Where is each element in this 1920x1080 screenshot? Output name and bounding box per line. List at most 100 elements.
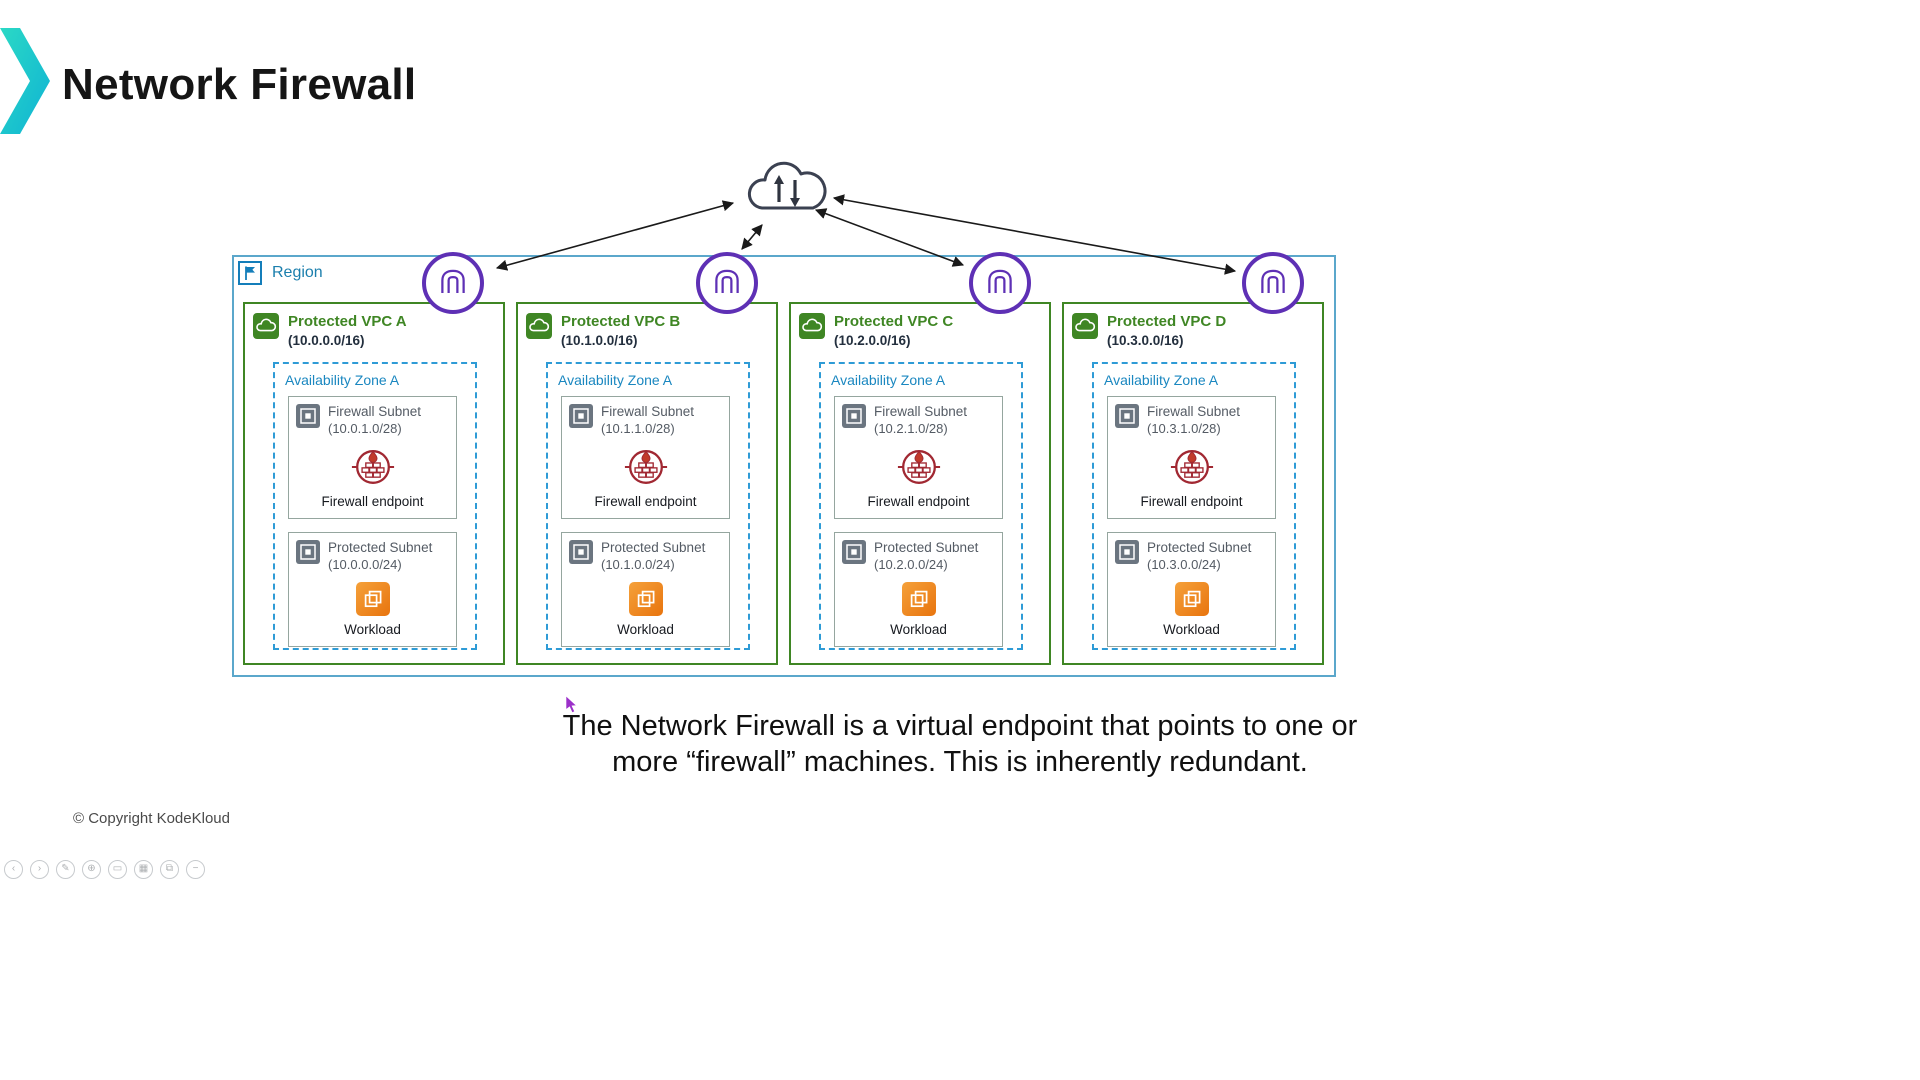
firewall-endpoint-icon <box>350 444 396 490</box>
firewall-subnet-box: Firewall Subnet (10.3.1.0/28) Firewall e… <box>1107 396 1276 519</box>
workload-label: Workload <box>1163 622 1220 637</box>
firewall-subnet-box: Firewall Subnet (10.0.1.0/28) Firewall e… <box>288 396 457 519</box>
protected-subnet-box: Protected Subnet (10.0.0.0/24) Workload <box>288 532 457 647</box>
workload-icon <box>628 582 663 616</box>
caption-line-2: more “firewall” machines. This is inhere… <box>612 746 1308 778</box>
workload-label: Workload <box>890 622 947 637</box>
subnet-name: Protected Subnet <box>601 540 706 555</box>
vpc-box-d: Protected VPC D (10.3.0.0/16) Availabili… <box>1062 302 1324 665</box>
subnet-header: Protected Subnet (10.3.0.0/24) <box>1108 533 1275 572</box>
subnet-icon <box>842 540 866 564</box>
vpc-icon <box>1072 313 1098 339</box>
subnet-cidr: (10.3.0.0/24) <box>1147 557 1221 572</box>
firewall-endpoint-icon <box>623 444 669 490</box>
vpc-name: Protected VPC C <box>834 313 954 330</box>
gateway-endpoint-icon-a <box>422 252 484 314</box>
player-controls: ‹ › ✎ ⊕ ▭ ▦ ⧉ − <box>4 860 205 879</box>
subnet-name: Firewall Subnet <box>601 404 695 419</box>
vpc-name: Protected VPC B <box>561 313 681 330</box>
internet-cloud-icon <box>737 148 837 227</box>
player-previous-button[interactable]: ‹ <box>4 860 23 879</box>
vpc-name: Protected VPC D <box>1107 313 1227 330</box>
subnet-icon <box>296 404 320 428</box>
workload-label: Workload <box>344 622 401 637</box>
player-copy-button[interactable]: ⧉ <box>160 860 179 879</box>
player-screen-button[interactable]: ▭ <box>108 860 127 879</box>
protected-subnet-box: Protected Subnet (10.3.0.0/24) Workload <box>1107 532 1276 647</box>
vpc-name: Protected VPC A <box>288 313 407 330</box>
firewall-subnet-box: Firewall Subnet (10.2.1.0/28) Firewall e… <box>834 396 1003 519</box>
vpc-header: Protected VPC D (10.3.0.0/16) <box>1064 304 1322 348</box>
vpc-cidr: (10.2.0.0/16) <box>834 333 911 348</box>
subnet-header: Firewall Subnet (10.2.1.0/28) <box>835 397 1002 436</box>
firewall-subnet-box: Firewall Subnet (10.1.1.0/28) Firewall e… <box>561 396 730 519</box>
firewall-endpoint-label: Firewall endpoint <box>594 494 697 509</box>
vpc-header: Protected VPC C (10.2.0.0/16) <box>791 304 1049 348</box>
copyright-text: © Copyright KodeKloud <box>73 810 230 827</box>
subnet-header: Firewall Subnet (10.3.1.0/28) <box>1108 397 1275 436</box>
protected-subnet-box: Protected Subnet (10.2.0.0/24) Workload <box>834 532 1003 647</box>
page-title: Network Firewall <box>62 60 417 109</box>
region-flag-icon <box>238 261 262 285</box>
availability-zone-label: Availability Zone A <box>558 372 673 388</box>
subnet-icon <box>569 540 593 564</box>
subnet-name: Firewall Subnet <box>1147 404 1241 419</box>
workload-label: Workload <box>617 622 674 637</box>
subnet-cidr: (10.2.0.0/24) <box>874 557 948 572</box>
subnet-name: Protected Subnet <box>328 540 433 555</box>
player-minimize-button[interactable]: − <box>186 860 205 879</box>
vpc-icon <box>253 313 279 339</box>
player-next-button[interactable]: › <box>30 860 49 879</box>
subnet-icon <box>842 404 866 428</box>
kodekloud-logo-icon <box>0 28 50 139</box>
caption-line-1: The Network Firewall is a virtual endpoi… <box>562 710 1358 742</box>
gateway-endpoint-icon-c <box>969 252 1031 314</box>
vpc-icon <box>799 313 825 339</box>
subnet-name: Protected Subnet <box>1147 540 1252 555</box>
subnet-icon <box>569 404 593 428</box>
gateway-endpoint-icon-b <box>696 252 758 314</box>
player-grid-button[interactable]: ▦ <box>134 860 153 879</box>
firewall-endpoint-icon <box>896 444 942 490</box>
subnet-cidr: (10.0.1.0/28) <box>328 421 402 436</box>
subnet-icon <box>1115 540 1139 564</box>
firewall-endpoint-label: Firewall endpoint <box>867 494 970 509</box>
subnet-cidr: (10.3.1.0/28) <box>1147 421 1221 436</box>
subnet-cidr: (10.2.1.0/28) <box>874 421 948 436</box>
vpc-header: Protected VPC B (10.1.0.0/16) <box>518 304 776 348</box>
gateway-endpoint-icon-d <box>1242 252 1304 314</box>
vpc-icon <box>526 313 552 339</box>
region-header: Region <box>238 261 323 285</box>
protected-subnet-box: Protected Subnet (10.1.0.0/24) Workload <box>561 532 730 647</box>
player-pen-button[interactable]: ✎ <box>56 860 75 879</box>
vpc-cidr: (10.0.0.0/16) <box>288 333 365 348</box>
vpc-cidr: (10.3.0.0/16) <box>1107 333 1184 348</box>
subnet-cidr: (10.1.1.0/28) <box>601 421 675 436</box>
subnet-name: Firewall Subnet <box>874 404 968 419</box>
subnet-cidr: (10.0.0.0/24) <box>328 557 402 572</box>
subnet-header: Firewall Subnet (10.1.1.0/28) <box>562 397 729 436</box>
availability-zone-label: Availability Zone A <box>285 372 400 388</box>
region-box: Region <box>232 255 1336 677</box>
vpc-box-c: Protected VPC C (10.2.0.0/16) Availabili… <box>789 302 1051 665</box>
vpc-box-b: Protected VPC B (10.1.0.0/16) Availabili… <box>516 302 778 665</box>
subnet-header: Protected Subnet (10.0.0.0/24) <box>289 533 456 572</box>
player-zoom-button[interactable]: ⊕ <box>82 860 101 879</box>
subnet-header: Firewall Subnet (10.0.1.0/28) <box>289 397 456 436</box>
firewall-endpoint-label: Firewall endpoint <box>321 494 424 509</box>
vpc-box-a: Protected VPC A (10.0.0.0/16) Availabili… <box>243 302 505 665</box>
availability-zone-label: Availability Zone A <box>831 372 946 388</box>
vpc-header: Protected VPC A (10.0.0.0/16) <box>245 304 503 348</box>
vpc-cidr: (10.1.0.0/16) <box>561 333 638 348</box>
region-label: Region <box>272 264 323 281</box>
mouse-cursor-icon <box>565 695 579 720</box>
availability-zone-box: Availability Zone A Firewall Subnet (10.… <box>1092 362 1296 650</box>
workload-icon <box>901 582 936 616</box>
subnet-cidr: (10.1.0.0/24) <box>601 557 675 572</box>
firewall-endpoint-label: Firewall endpoint <box>1140 494 1243 509</box>
workload-icon <box>355 582 390 616</box>
subnet-header: Protected Subnet (10.2.0.0/24) <box>835 533 1002 572</box>
subnet-name: Protected Subnet <box>874 540 979 555</box>
availability-zone-box: Availability Zone A Firewall Subnet (10.… <box>819 362 1023 650</box>
